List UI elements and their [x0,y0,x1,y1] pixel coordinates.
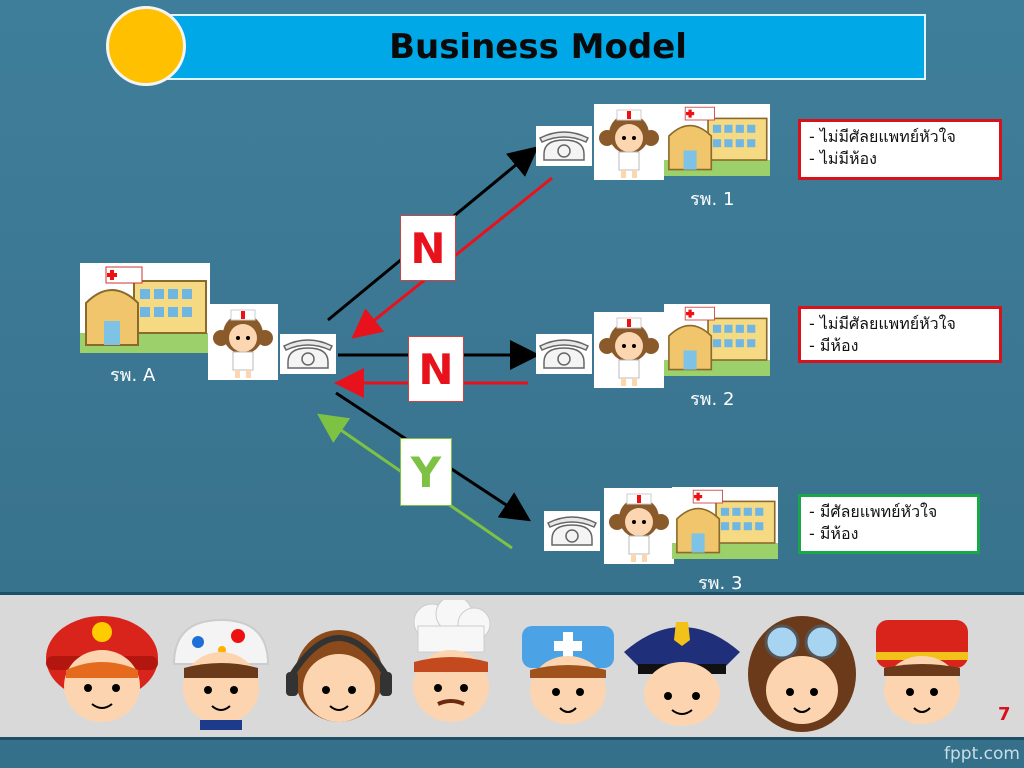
title-bar [150,14,926,80]
hospital-icon [664,304,770,376]
nurse-icon [594,312,664,388]
firefighter-kid-icon [42,608,162,730]
medic-kid-icon [518,608,618,730]
hospital-status-note-3: - มีศัลยแพทย์หัวใจ - มีห้อง [798,494,980,554]
telephone-icon [536,126,592,166]
target-hospital-label-1: รพ. 1 [690,189,735,210]
response-badge-no-2: N [408,336,464,402]
page-title: Business Model [389,27,687,67]
nurse-icon [208,304,278,380]
response-badge-no-1: N [400,215,456,281]
telephone-icon [280,334,336,374]
hospital-icon [664,104,770,176]
operator-kid-icon [284,608,394,730]
hospital-status-note-1: - ไม่มีศัลยแพทย์หัวใจ - ไม่มีห้อง [798,119,1002,180]
target-hospital-label-2: รพ. 2 [690,389,735,410]
bellhop-kid-icon [870,608,974,730]
hospital-status-note-2: - ไม่มีศัลยแพทย์หัวใจ - มีห้อง [798,306,1002,363]
response-badge-yes-3: Y [400,438,452,506]
note-line: - มีศัลยแพทย์หัวใจ [809,502,938,521]
nurse-icon [604,488,674,564]
note-line: - มีห้อง [809,524,859,543]
hospital-icon [672,487,778,559]
source-hospital-label: รพ. A [110,365,156,386]
title-circle-decoration [106,6,186,86]
target-hospital-label-3: รพ. 3 [698,573,743,594]
watermark: fppt.com [944,744,1020,764]
pilot-kid-icon [744,608,860,738]
telephone-icon [544,511,600,551]
hospital-icon [80,263,210,353]
note-line: - ไม่มีศัลยแพทย์หัวใจ [809,127,956,146]
telephone-icon [536,334,592,374]
chef-kid-icon [396,600,506,730]
note-line: - มีห้อง [809,336,859,355]
note-line: - ไม่มีศัลยแพทย์หัวใจ [809,314,956,333]
painter-kid-icon [166,608,276,730]
note-line: - ไม่มีห้อง [809,149,877,168]
police-kid-icon [622,608,742,730]
nurse-icon [594,104,664,180]
page-number: 7 [998,704,1011,725]
